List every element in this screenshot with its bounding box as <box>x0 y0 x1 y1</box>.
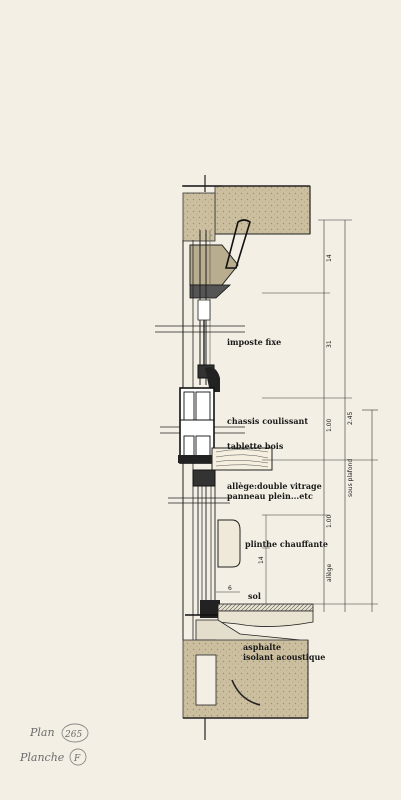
dimension-lines <box>216 219 378 612</box>
dim-100-low: 1.00 <box>326 514 333 528</box>
hand-planche-label: Planche <box>19 751 65 764</box>
dim-14-top: 14 <box>326 254 333 262</box>
label-sol: sol <box>248 591 261 601</box>
label-panneau-plein: panneau plein...etc <box>227 491 313 501</box>
dim-100-mid: 1.00 <box>326 418 333 432</box>
label-allege-double-vitrage: allège:double vitrage <box>227 481 322 491</box>
top-slab <box>182 185 311 242</box>
dim-6: 6 <box>228 585 232 592</box>
hand-planche-letter: F <box>73 754 81 764</box>
sliding-sash <box>178 367 220 464</box>
dim-sous-plafond: sous plafond <box>347 459 354 497</box>
label-imposte-fixe: imposte fixe <box>227 337 281 347</box>
dim-31: 31 <box>326 340 333 348</box>
dim-245: 2.45 <box>347 411 354 425</box>
handwritten-notes: Plan 265 Planche F <box>19 723 89 766</box>
label-asphalte: asphalte <box>243 642 281 652</box>
label-isolant-acoustique: isolant acoustique <box>243 652 325 662</box>
wood-sill <box>211 447 273 471</box>
hand-plan-number: 265 <box>64 730 82 740</box>
dim-allege: allège <box>326 563 333 582</box>
floor-slab <box>182 603 314 719</box>
label-plinthe-chauffante: plinthe chauffante <box>245 539 328 549</box>
baseboard-heater <box>217 519 241 568</box>
label-tablette-bois: tablette bois <box>227 441 284 451</box>
label-chassis-coulissant: chassis coulissant <box>227 416 308 426</box>
dim-14-low: 14 <box>258 556 265 564</box>
hand-plan-label: Plan <box>29 726 55 739</box>
